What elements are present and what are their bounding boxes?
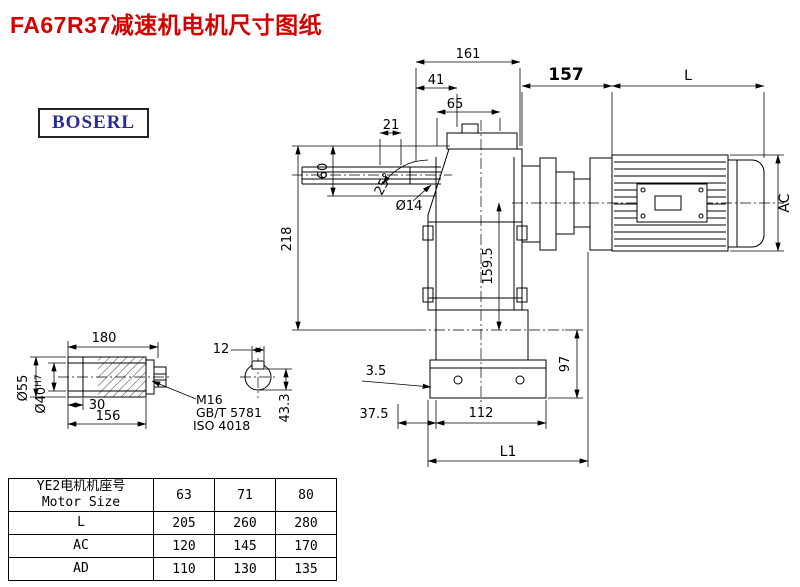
- dim-12: 12: [213, 342, 230, 357]
- cell: 205: [153, 511, 215, 535]
- dimensions-bottom: 3.5 37.5 112 L1: [360, 252, 589, 467]
- dim-dia14: Ø14: [396, 199, 423, 214]
- shaft-detail: 180 Ø55 Ø40H7 30 156 M16 GB/T 5781 ISO 4…: [16, 331, 262, 433]
- cell: 120: [153, 534, 215, 558]
- dim-30: 30: [89, 398, 106, 413]
- size-63: 63: [153, 478, 215, 512]
- label-gbt-5781: GB/T 5781: [196, 405, 262, 420]
- technical-drawing: 161 41 65 21 157 L 60 218 Ø14 25° AC: [16, 47, 793, 467]
- dim-218: 218: [280, 227, 295, 252]
- table-header-row: YE2电机机座号 Motor Size 63 71 80: [8, 478, 337, 512]
- brand-logo: BOSERL: [38, 108, 150, 138]
- row-label: L: [8, 511, 154, 535]
- dim-159-5: 159.5: [481, 247, 496, 284]
- cell: 170: [275, 534, 337, 558]
- dim-180: 180: [92, 331, 117, 346]
- dim-112: 112: [469, 406, 494, 421]
- motor-assembly: [521, 154, 765, 252]
- dim-97: 97: [558, 356, 573, 373]
- dim-3-5: 3.5: [366, 364, 387, 379]
- dim-65: 65: [447, 97, 464, 112]
- cell: 280: [275, 511, 337, 535]
- cell: 130: [214, 557, 276, 581]
- dimensions-right: AC 159.5 97: [481, 154, 793, 399]
- table-row-L: L 205 260 280: [8, 511, 337, 535]
- dim-dia55: Ø55: [16, 375, 31, 402]
- dim-L: L: [684, 68, 692, 84]
- table-row-AD: AD 110 130 135: [8, 557, 337, 581]
- dim-43-3: 43.3: [278, 394, 293, 423]
- motor-nameplate: [636, 183, 708, 223]
- shaft-section-view: 12 43.3: [213, 342, 293, 422]
- dimensions-top: 161 41 65 21 157 L: [379, 47, 765, 165]
- dim-dia40-h7: Ø40H7: [34, 374, 49, 413]
- input-shaft: [301, 166, 441, 185]
- page-title: FA67R37减速机电机尺寸图纸: [10, 12, 323, 38]
- dim-161: 161: [456, 47, 481, 62]
- table-row-AC: AC 120 145 170: [8, 534, 337, 558]
- gearbox-housing: [422, 123, 547, 399]
- size-71: 71: [214, 478, 276, 512]
- dim-60: 60: [316, 163, 331, 180]
- cell: 260: [214, 511, 276, 535]
- size-80: 80: [275, 478, 337, 512]
- table-header-cell: YE2电机机座号 Motor Size: [8, 478, 154, 512]
- fan-cowl: [727, 159, 765, 248]
- dim-157: 157: [548, 65, 584, 85]
- cell: 135: [275, 557, 337, 581]
- table-header-cn: YE2电机机座号: [36, 479, 126, 494]
- dim-156: 156: [96, 409, 121, 424]
- cell: 110: [153, 557, 215, 581]
- label-iso-4018: ISO 4018: [193, 418, 250, 433]
- row-label: AC: [8, 534, 154, 558]
- dim-21: 21: [383, 118, 400, 133]
- table-header-en: Motor Size: [41, 495, 121, 510]
- dim-41: 41: [428, 73, 445, 88]
- dim-AC: AC: [777, 193, 793, 212]
- dim-L1: L1: [500, 444, 517, 460]
- centerlines: [58, 120, 784, 406]
- row-label: AD: [8, 557, 154, 581]
- label-m16: M16: [196, 392, 223, 407]
- cell: 145: [214, 534, 276, 558]
- dim-37-5: 37.5: [360, 407, 389, 422]
- motor-size-table: YE2电机机座号 Motor Size 63 71 80 L 205 260 2…: [8, 478, 337, 581]
